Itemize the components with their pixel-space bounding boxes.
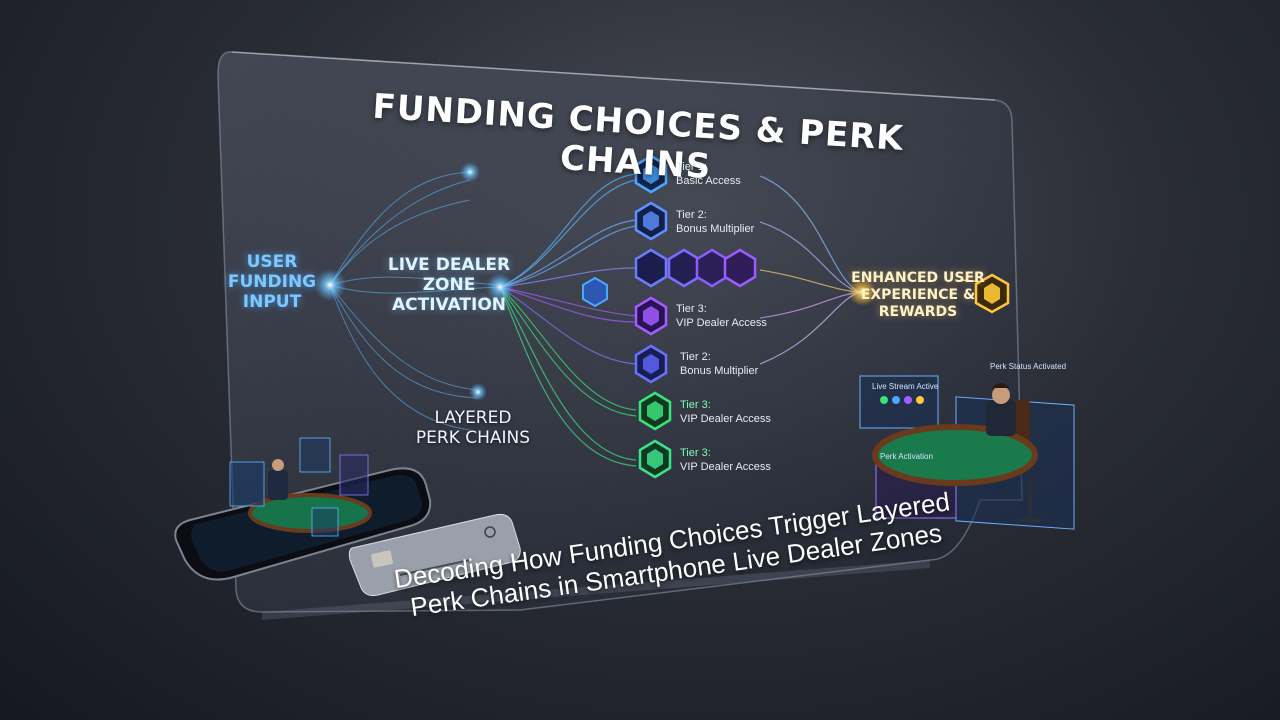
tier-name: Tier 3: [676, 303, 707, 315]
tier-desc: VIP Dealer Access [680, 413, 771, 425]
label-line: Perk Chains [415, 428, 531, 448]
subtitle: Decoding How Funding Choices Trigger Lay… [392, 486, 952, 623]
tier-label: Tier 2: Bonus Multiplier [680, 350, 758, 378]
layered-perk-chains-label: Layered Perk Chains [408, 408, 538, 448]
tier-3b-hex-icon [638, 391, 672, 431]
label-line: Experience & [860, 287, 976, 303]
tier-2b-hex-icon [634, 344, 668, 384]
user-funding-input-label: User Funding Input [222, 252, 322, 312]
label-line: Activation [392, 295, 506, 315]
tier-desc: Bonus Multiplier [680, 365, 759, 377]
tier-name: Tier 2: [680, 351, 711, 363]
tier-3c-hex-icon [638, 439, 672, 479]
reward-flow-lines [759, 175, 861, 365]
label-line: Rewards [878, 304, 958, 320]
tier-2-hex-icon [634, 201, 668, 241]
tier-label: Tier 3: VIP Dealer Access [676, 302, 767, 330]
tier-label: Tier 3: VIP Dealer Access [680, 446, 771, 474]
tier-desc: VIP Dealer Access [676, 317, 767, 329]
perk-status-chip: Perk Status Activated [990, 362, 1067, 371]
smartphone-image [174, 437, 432, 581]
live-stream-chip: Live Stream Active [872, 382, 939, 391]
tier-name: Tier 3: [680, 447, 711, 459]
label-line: Zone [422, 275, 476, 295]
label-line: Input [242, 292, 302, 312]
tier-name: Tier 2: [676, 209, 707, 221]
label-line: Enhanced User [851, 270, 985, 286]
tier-label: Tier 1: Basic Access [676, 160, 741, 188]
tier-desc: Basic Access [676, 175, 741, 187]
perk-activation-chip: Perk Activation [880, 452, 933, 461]
tier-name: Tier 3: [680, 399, 711, 411]
tier-3-hex-icon [634, 296, 668, 336]
diagram-title: Funding Choices & Perk Chains [371, 86, 905, 188]
label-line: User [246, 252, 298, 272]
tier-desc: Bonus Multiplier [676, 223, 755, 235]
label-line: Funding [227, 272, 317, 292]
enhanced-experience-label: Enhanced User Experience & Rewards [848, 270, 988, 321]
tier-desc: VIP Dealer Access [680, 461, 771, 473]
tier-label: Tier 2: Bonus Multiplier [676, 208, 754, 236]
tier-label: Tier 3: VIP Dealer Access [680, 398, 771, 426]
hex-chain-icon [582, 248, 757, 308]
live-dealer-zone-label: Live Dealer Zone Activation [384, 255, 514, 315]
label-line: Layered [434, 408, 512, 428]
tier-name: Tier 1: [676, 161, 707, 173]
label-line: Live Dealer [387, 255, 511, 275]
